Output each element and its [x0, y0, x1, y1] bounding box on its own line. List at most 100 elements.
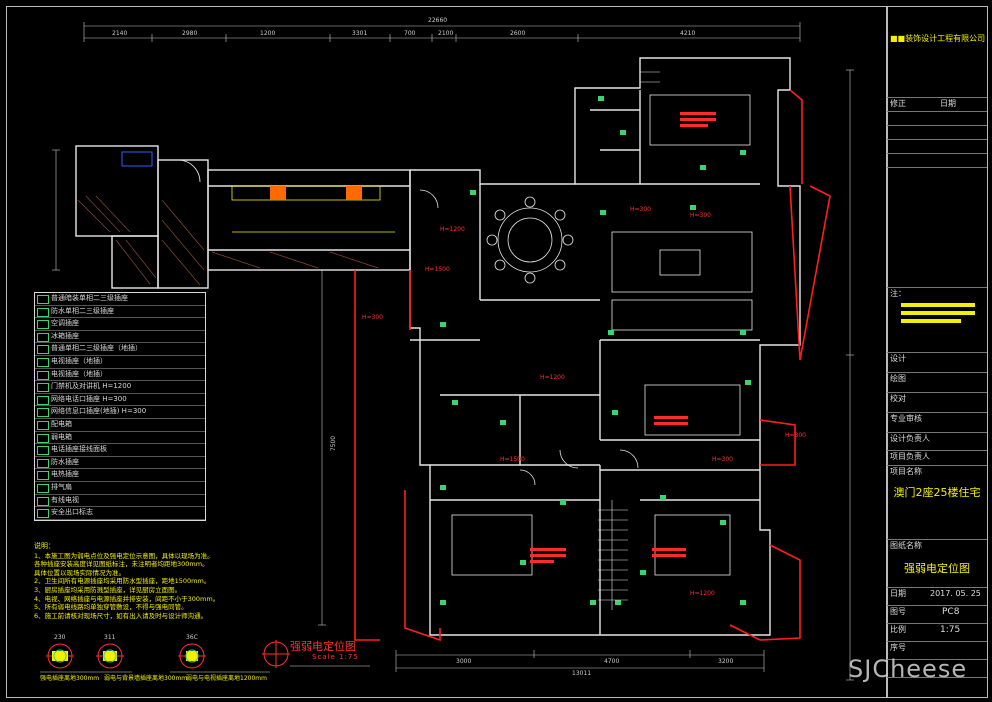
legend-row: 普通单相二三级插座（地插） [35, 343, 205, 356]
socket-icon [37, 370, 49, 380]
socket-icon [37, 509, 49, 519]
plan-scale-subtitle: Scale 1:75 [312, 653, 359, 661]
legend-row: 门禁机及对讲机 H=1200 [35, 381, 205, 394]
note-line: 6、施工前请核对现场尺寸，如有出入请及时与设计师沟通。 [34, 611, 208, 620]
top-dimension-7: 2600 [510, 30, 526, 37]
bottom-dimension-3: 3200 [718, 658, 734, 665]
bottom-dimension-2: 4700 [604, 658, 620, 665]
socket-icon [37, 446, 49, 456]
design-row: 设计 [887, 352, 987, 366]
symbol-code-3: 36C [186, 634, 198, 641]
legend-row: 电视插座（地插） [35, 369, 205, 382]
legend-row: 弱电箱 [35, 432, 205, 445]
top-dimension-5: 700 [404, 30, 416, 37]
project-name-label: 项目名称 [887, 465, 987, 479]
socket-icon [37, 295, 49, 304]
project-name: 澳门2座25楼住宅 [893, 487, 981, 499]
revise-blank-row [887, 125, 987, 139]
socket-icon [37, 332, 49, 342]
legend-row: 冰箱插座 [35, 331, 205, 344]
legend-row: 电话插座接线面板 [35, 444, 205, 457]
drawing-name: 强弱电定位图 [904, 563, 970, 575]
socket-icon [37, 395, 49, 405]
notes-heading: 说明： [34, 542, 55, 550]
plan-title: 强弱电定位图 [290, 640, 356, 653]
legend-row: 普通暗装单相二三级插座 [35, 293, 205, 306]
drawing-name-label: 图纸名称 [887, 539, 987, 553]
legend-table: 普通暗装单相二三级插座 防水单相二三级插座 空调插座 冰箱插座 普通单相二三级插… [34, 292, 206, 521]
callout: H=1500 [425, 266, 450, 273]
note-line: 2、卫生间所有电源插座均采用防水型插座，距地1500mm。 [34, 577, 211, 586]
bottom-total-dimension: 13011 [572, 670, 592, 677]
socket-icon [37, 433, 49, 443]
title-block: ■■装饰设计工程有限公司 修正日期 注： 设计 绘图 校对 专业审核 设计负责人… [886, 6, 988, 698]
callout: H=1200 [690, 590, 715, 597]
notes-redacted [901, 311, 975, 315]
note-line: 4、电视、网络插座与电源插座并排安装，间距不小于300mm。 [34, 594, 220, 603]
legend-row: 有线电视 [35, 495, 205, 508]
notes-redacted [901, 303, 975, 307]
revise-blank-row [887, 111, 987, 125]
socket-icon [37, 408, 49, 418]
design-lead-row: 设计负责人 [887, 432, 987, 446]
callout: H=1500 [500, 456, 525, 463]
legend-row: 空调插座 [35, 318, 205, 331]
note-line: 1、本施工图为弱电点位及强电定位示意图，具体以现场为准。 [34, 551, 214, 560]
symbol-label-3: 弱电与电视插座离地1200mm [186, 675, 267, 682]
check-row: 校对 [887, 392, 987, 406]
top-dimension-3: 1200 [260, 30, 276, 37]
top-dimension-4: 3301 [352, 30, 368, 37]
revise-row: 修正日期 [887, 97, 987, 110]
callout: H=300 [785, 432, 806, 439]
callout: H=300 [690, 212, 711, 219]
bottom-dimension-1: 3000 [456, 658, 472, 665]
legend-row: 电热插座 [35, 469, 205, 482]
callout: H=300 [712, 456, 733, 463]
blank-row [887, 659, 987, 673]
legend-row: 配电箱 [35, 419, 205, 432]
callout: H=1200 [540, 374, 565, 381]
notes-label: 注： [887, 287, 987, 300]
legend-row: 防水单相二三级插座 [35, 306, 205, 319]
design-notes: 说明： 1、本施工图为弱电点位及强电定位示意图，具体以现场为准。 各种插座安装高… [34, 542, 274, 620]
socket-icon [37, 483, 49, 493]
note-line: 5、所有弱电线路均单独穿管敷设，不得与强电同管。 [34, 603, 188, 612]
callout: H=300 [362, 314, 383, 321]
symbol-label-2: 弱电与背景墙插座离地300mm [104, 675, 188, 682]
callout: H=300 [630, 206, 651, 213]
socket-icon [37, 345, 49, 355]
note-line: 具体位置以现场实际情况为准。 [34, 568, 125, 577]
note-line: 各种插座安装高度详见图纸标注，未注明者均距地300mm。 [34, 560, 209, 569]
socket-icon [37, 496, 49, 506]
top-dimension-6: 2100 [438, 30, 454, 37]
socket-icon [37, 383, 49, 393]
socket-icon [37, 471, 49, 481]
project-lead-row: 项目负责人 [887, 450, 987, 464]
legend-row: 电视插座（地插） [35, 356, 205, 369]
revise-blank-row [887, 167, 987, 181]
legend-row: 防水插座 [35, 457, 205, 470]
note-line: 3、厨房插座均采用防溅型插座，详见厨房立面图。 [34, 585, 182, 594]
socket-icon [37, 420, 49, 430]
top-dimension-8: 4210 [680, 30, 696, 37]
socket-icon [37, 307, 49, 317]
symbol-code-1: 230 [54, 634, 66, 641]
socket-icon [37, 458, 49, 468]
legend-row: 网络信息口插座(地插) H=300 [35, 406, 205, 419]
legend-row: 安全出口标志 [35, 507, 205, 520]
legend-row: 排气扇 [35, 482, 205, 495]
company-name: ■■装饰设计工程有限公司 [890, 34, 986, 43]
top-dimension-1: 2140 [112, 30, 128, 37]
notes-redacted [901, 319, 961, 323]
callout: H=1200 [440, 226, 465, 233]
revise-blank-row [887, 139, 987, 153]
blank-row [887, 677, 987, 691]
revise-blank-row [887, 153, 987, 167]
top-dimension-2: 2980 [182, 30, 198, 37]
review-row: 专业审核 [887, 412, 987, 426]
seq-row: 序号 [887, 641, 987, 655]
